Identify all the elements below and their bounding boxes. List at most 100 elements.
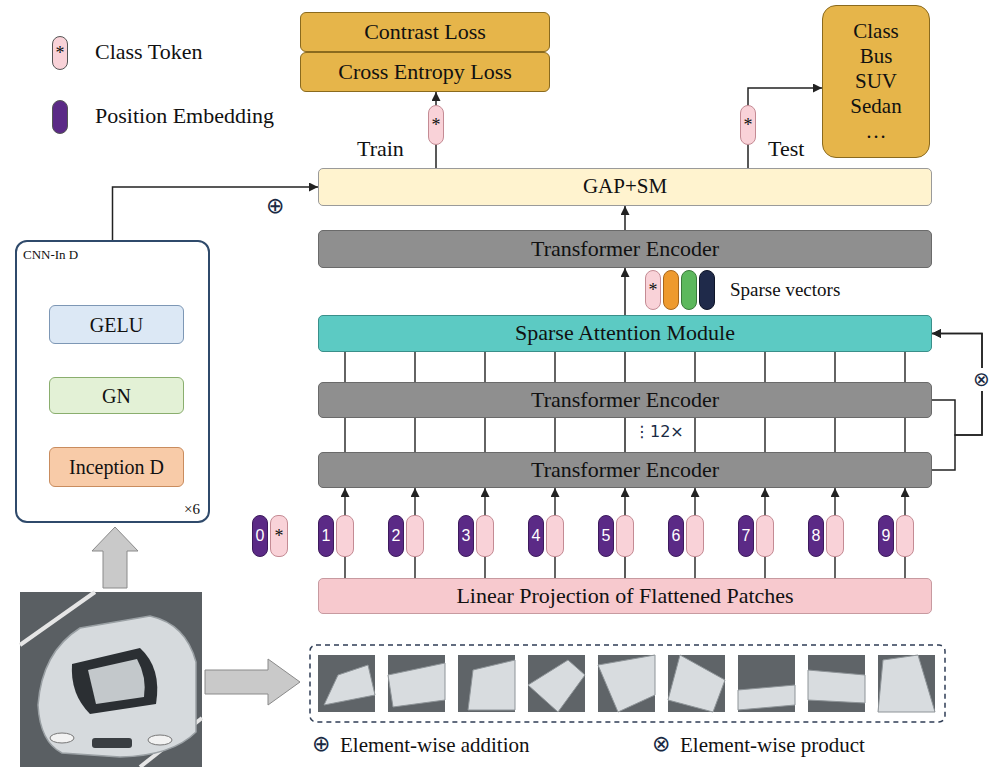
position-number: 3: [458, 515, 474, 557]
token-pill: [896, 515, 914, 557]
token-pill: [476, 515, 494, 557]
box-label: Sedan: [850, 94, 901, 119]
process-box: GELU: [49, 305, 184, 344]
panel-heading: CNN-In D: [23, 247, 78, 263]
car-roof: [88, 659, 145, 704]
image-patch: [388, 655, 445, 712]
flow-line: [344, 418, 345, 452]
vector-label: Sparse vectors: [730, 279, 840, 301]
position-number: 9: [878, 515, 894, 557]
add-symbol: ⊕: [266, 193, 284, 218]
flow-line: [484, 352, 485, 382]
patch-car-part: [388, 663, 445, 707]
patch-ground: [738, 655, 795, 712]
car-light: [148, 735, 172, 745]
image-patch: [878, 655, 935, 712]
patch-car-part: [878, 655, 935, 712]
box-label: SUV: [855, 69, 897, 94]
position-number: 2: [388, 515, 404, 557]
flow-line: [554, 352, 555, 382]
flow-line: [834, 418, 835, 452]
image-patch: [598, 655, 655, 712]
projection-box: Linear Projection of Flattened Patches: [318, 578, 932, 614]
box-label: …: [866, 119, 887, 144]
connector: [624, 352, 626, 382]
block-arrow: [92, 527, 138, 588]
block-arrow: [205, 659, 300, 705]
box-label: Cross Entropy Loss: [338, 59, 512, 85]
repeat-label: ⋮12×: [634, 423, 684, 441]
image-patch: [668, 655, 725, 712]
token-pill: [756, 515, 774, 557]
position-number: 1: [318, 515, 334, 557]
patch-car-part: [324, 665, 375, 705]
token-pill: [336, 515, 354, 557]
process-box: Inception D: [49, 447, 184, 487]
class-token: *: [645, 270, 661, 310]
box-label: Sparse Attention Module: [515, 320, 735, 346]
loss-box: Contrast Loss: [300, 12, 550, 52]
repeat-count: ×6: [184, 500, 200, 518]
token-pill: [681, 270, 697, 310]
class-token: *: [740, 105, 756, 145]
token-pill: [699, 270, 715, 310]
box-label: GELU: [90, 313, 143, 337]
box-label: GAP+SM: [583, 174, 667, 199]
pooling-box: GAP+SM: [318, 168, 932, 206]
box-label: Bus: [860, 44, 893, 69]
car-body: [38, 616, 196, 757]
legend-text: Position Embedding: [95, 103, 274, 129]
flow-line: [554, 418, 555, 452]
product-symbol: ⊗: [971, 368, 992, 391]
image-patch: [318, 655, 375, 712]
patch-ground: [458, 655, 515, 712]
patch-car-part: [528, 660, 585, 712]
box-label: Class: [853, 19, 899, 44]
flow-line: [904, 352, 905, 382]
encoder-box: Transformer Encoder: [318, 230, 932, 268]
token-pill: [663, 270, 679, 310]
position-number: 4: [528, 515, 544, 557]
patch-ground: [528, 655, 585, 712]
car-grille: [92, 738, 132, 748]
class-token-mark: *: [52, 36, 68, 70]
position-number: 7: [738, 515, 754, 557]
legend-text: Class Token: [95, 39, 202, 65]
cnn-panel: CNN-In D×6GELUGNInception D: [15, 240, 210, 523]
connector: [624, 418, 626, 452]
image-patches: [318, 655, 935, 712]
patch-ground: [668, 655, 725, 712]
patch-ground: [598, 655, 655, 712]
flow-line: [414, 418, 415, 452]
legend-swatch: [52, 100, 68, 134]
flow-line: [764, 352, 765, 382]
position-number: 5: [598, 515, 614, 557]
photo-ground: [20, 592, 202, 767]
connector: [932, 334, 982, 471]
car-glass: [72, 648, 157, 714]
connector: [624, 206, 626, 230]
patch-ground: [878, 655, 935, 712]
connector: [113, 187, 319, 240]
patch-ground: [808, 655, 865, 712]
patch-car-part: [738, 685, 795, 710]
flow-line: [764, 418, 765, 452]
legend-text: Element-wise product: [680, 733, 865, 758]
patch-car-part: [468, 660, 515, 710]
box-label: Linear Projection of Flattened Patches: [456, 583, 793, 609]
image-patch: [808, 655, 865, 712]
patch-car-part: [668, 655, 725, 712]
connectors: [113, 88, 983, 578]
position-number: 0: [252, 515, 268, 557]
output-box: ClassBusSUVSedan…: [822, 5, 930, 158]
class-token: *: [270, 515, 288, 557]
flow-line: [904, 418, 905, 452]
token-pill: [546, 515, 564, 557]
car-light: [50, 733, 74, 743]
car-photo: [20, 592, 202, 767]
image-patch: [738, 655, 795, 712]
box-label: Transformer Encoder: [531, 457, 719, 483]
token-pill: [826, 515, 844, 557]
box-label: Contrast Loss: [364, 19, 486, 45]
